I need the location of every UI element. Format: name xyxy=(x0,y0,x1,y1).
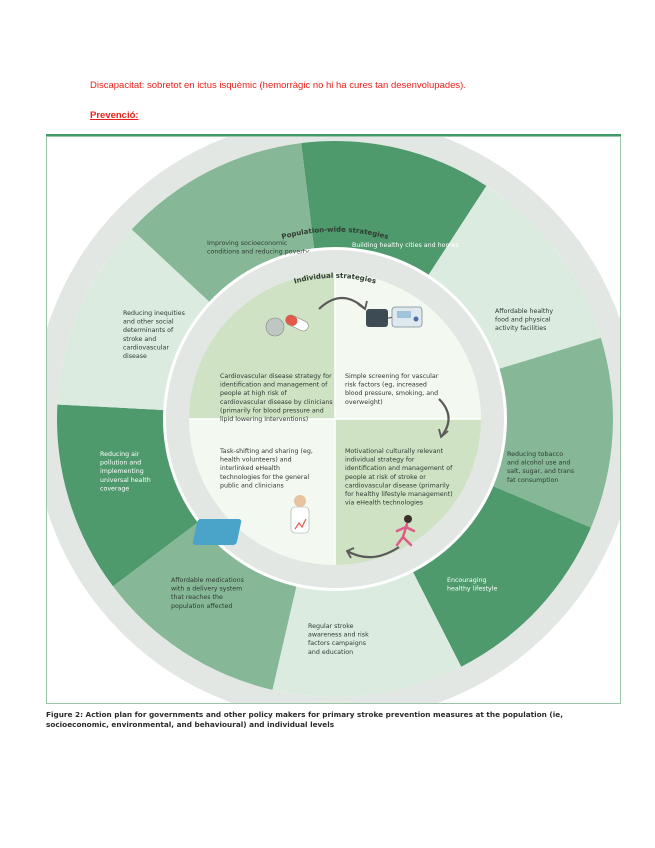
population-segment-2 xyxy=(428,185,601,369)
runner-icon xyxy=(395,515,416,547)
population-segment-3 xyxy=(493,337,613,528)
disability-note: Discapacitat: sobretot en ictus isquèmic… xyxy=(90,80,466,91)
population-segment-7 xyxy=(56,404,198,587)
doctor-tablet-icon xyxy=(192,495,310,545)
population-segment-4 xyxy=(413,486,591,667)
quadrant-top-left xyxy=(189,273,335,419)
population-segment-5 xyxy=(272,572,462,697)
stroke-prevention-diagram: Building healthy cities and homesAfforda… xyxy=(47,137,620,703)
caption-label: Figure 2: xyxy=(46,710,83,719)
cycle-arrows xyxy=(318,296,450,559)
arrow-right-icon xyxy=(438,398,450,438)
individual-strategy-bottom-left: Task-shifting and sharing (eg,health vol… xyxy=(219,448,313,489)
population-segments: Building healthy cities and homesAfforda… xyxy=(47,137,620,703)
arrow-bottom-icon xyxy=(346,546,400,559)
population-segment-9 xyxy=(131,143,315,302)
population-segment-1 xyxy=(301,141,487,275)
population-strategy-1: Building healthy cities and homes xyxy=(352,242,459,249)
population-segment-8 xyxy=(57,229,210,410)
quadrant-bottom-right xyxy=(335,419,481,565)
prevention-heading: Prevenció: xyxy=(90,110,139,121)
population-segment-6 xyxy=(112,522,297,690)
figure-caption: Figure 2: Action plan for governments an… xyxy=(46,710,626,730)
pills-icon xyxy=(265,314,309,337)
blood-pressure-monitor-icon xyxy=(366,306,423,328)
caption-text: Action plan for governments and other po… xyxy=(46,710,563,729)
